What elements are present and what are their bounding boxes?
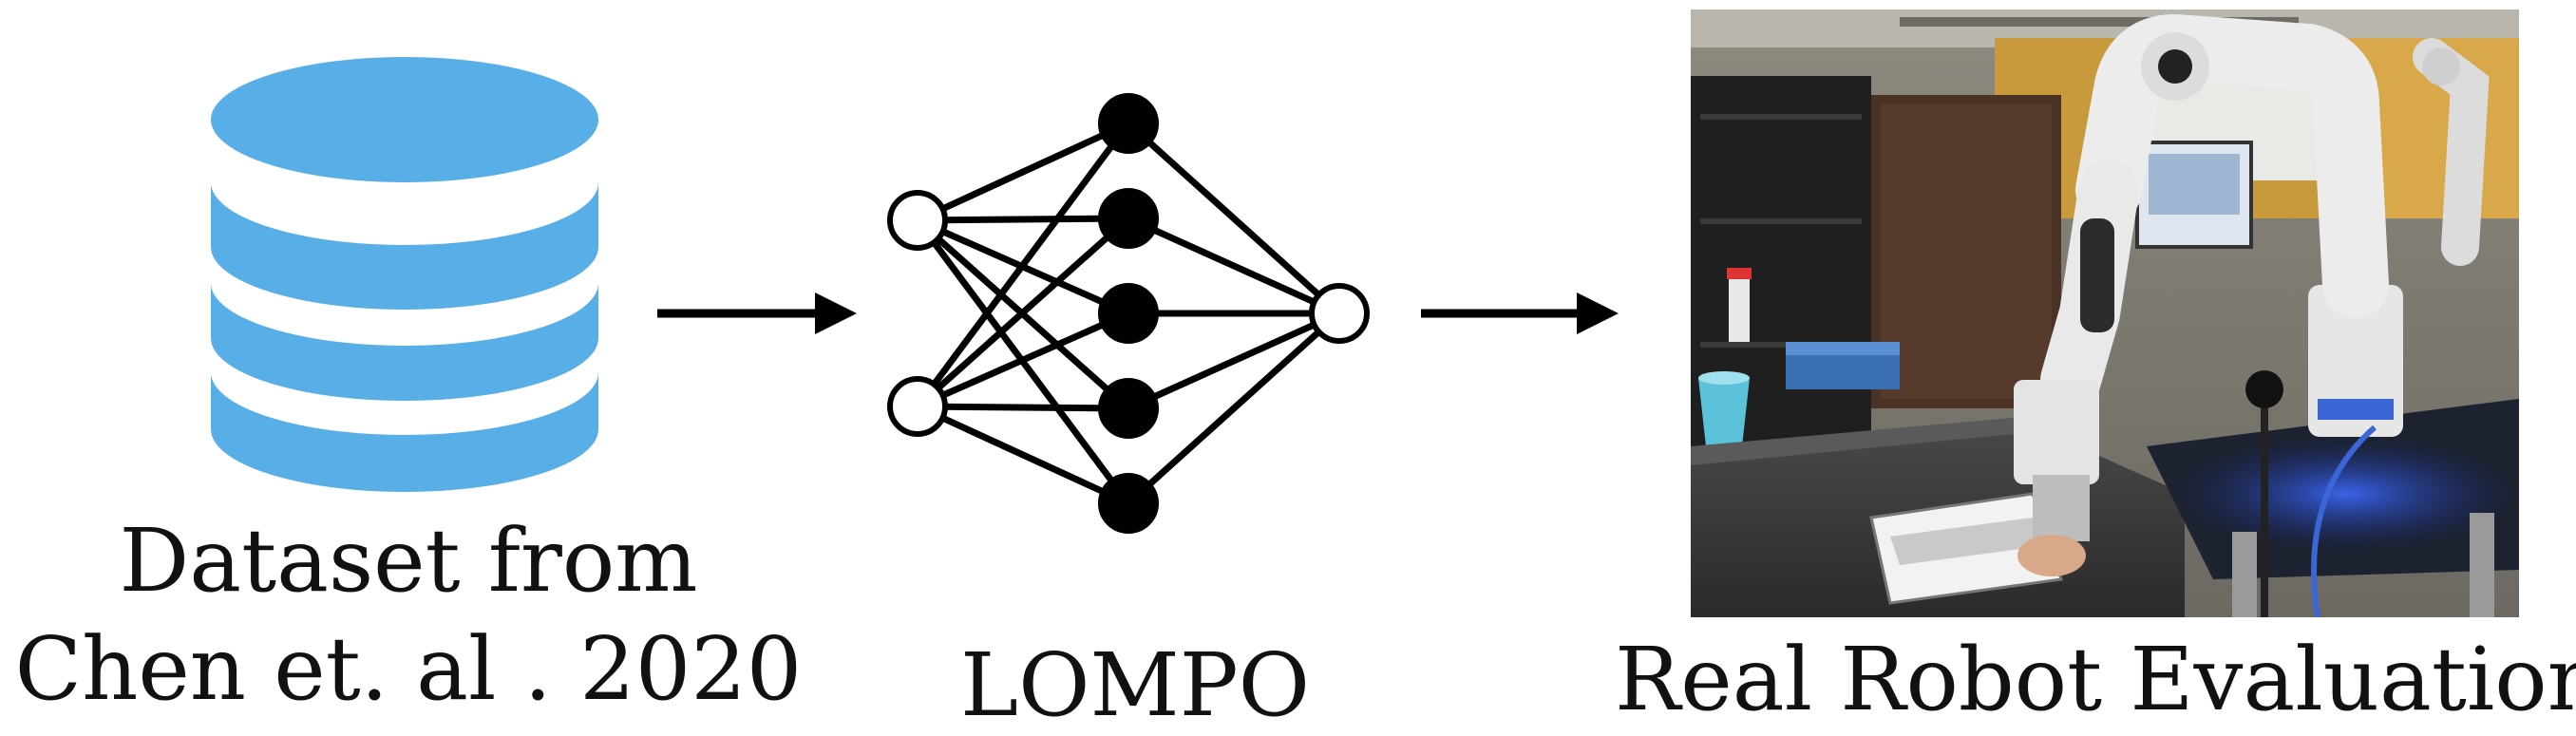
hidden-node <box>1098 188 1159 249</box>
robot-arm-photo <box>1691 9 2519 617</box>
hidden-node <box>1098 283 1159 344</box>
network-edge <box>917 215 1129 224</box>
network-edge <box>916 120 1130 224</box>
neural-network-icon <box>887 93 1370 534</box>
network-edge <box>1127 215 1341 317</box>
hidden-node <box>1098 378 1159 439</box>
network-edge <box>915 216 1131 409</box>
output-node <box>1309 283 1370 344</box>
network-edge <box>1126 311 1342 506</box>
network-edge <box>915 121 1131 409</box>
network-edge <box>917 403 1129 412</box>
input-node <box>887 376 948 437</box>
network-edge <box>916 310 1130 410</box>
caption-lompo: LOMPO <box>959 634 1311 736</box>
hidden-node <box>1098 473 1159 534</box>
database-icon <box>211 57 598 492</box>
hidden-node <box>1098 93 1159 154</box>
caption-dataset-line2: Chen et. al . 2020 <box>14 618 803 720</box>
input-node <box>887 190 948 251</box>
network-edge <box>916 403 1130 507</box>
network-edge <box>1127 310 1341 412</box>
arrow-lompo-to-robot <box>1421 293 1619 334</box>
caption-dataset-line1: Dataset from <box>119 510 698 612</box>
caption-robot-evaluation: Real Robot Evaluation <box>1615 629 2576 730</box>
arrow-dataset-to-lompo <box>657 293 857 334</box>
network-edge <box>1126 121 1342 316</box>
caption-dataset: Dataset from Chen et. al . 2020 <box>0 518 817 713</box>
